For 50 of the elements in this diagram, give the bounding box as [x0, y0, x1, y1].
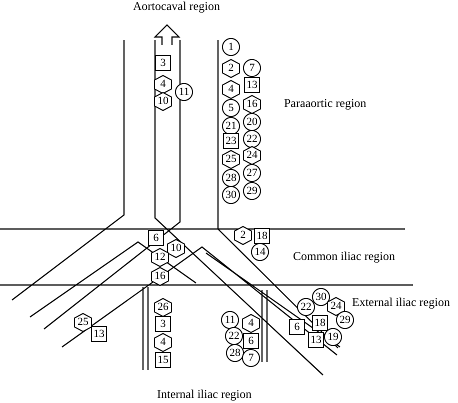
circle-marker: 22: [225, 327, 243, 345]
circle-marker: 19: [324, 328, 342, 346]
square-marker: 13: [91, 326, 107, 342]
square-marker: 6: [243, 333, 259, 349]
square-marker: 23: [223, 133, 239, 149]
hexagon-marker: 2: [234, 226, 252, 244]
square-marker: 18: [254, 228, 270, 244]
square-marker: 6: [148, 230, 164, 246]
hexagon-marker: 10: [154, 92, 172, 110]
hexagon-marker: 26: [154, 298, 172, 316]
square-marker: 3: [155, 55, 171, 71]
circle-marker: 5: [222, 99, 240, 117]
circle-marker: 7: [243, 59, 261, 77]
circle-marker: 29: [243, 182, 261, 200]
square-marker: 3: [155, 316, 171, 332]
square-marker: 13: [308, 332, 324, 348]
region-label: Common iliac region: [293, 250, 395, 264]
hexagon-marker: 16: [151, 266, 169, 286]
circle-marker: 27: [243, 164, 261, 182]
hexagon-marker: 4: [242, 314, 260, 332]
square-marker: 13: [244, 77, 260, 93]
circle-marker: 28: [226, 344, 244, 362]
hexagon-marker: 24: [243, 146, 261, 164]
hexagon-marker: 25: [222, 150, 240, 168]
hexagon-marker: 12: [151, 248, 169, 266]
circle-marker: 22: [243, 130, 261, 148]
circle-marker: 1: [222, 38, 240, 56]
region-label: External iliac region: [352, 296, 450, 310]
circle-marker: 30: [222, 186, 240, 204]
region-label: Internal iliac region: [157, 388, 252, 402]
circle-marker: 29: [336, 311, 354, 329]
circle-marker: 22: [297, 298, 315, 316]
circle-marker: 7: [242, 349, 260, 367]
hexagon-marker: 2: [222, 58, 240, 78]
hexagon-marker: 4: [154, 332, 172, 352]
square-marker: 15: [155, 352, 171, 368]
region-label: Paraaortic region: [284, 97, 366, 110]
hexagon-marker: 16: [243, 94, 261, 114]
hexagon-marker: 4: [222, 80, 240, 98]
circle-marker: 20: [243, 113, 261, 131]
circle-marker: 11: [175, 83, 193, 101]
square-marker: 18: [312, 315, 328, 331]
square-marker: 6: [289, 319, 305, 335]
circle-marker: 14: [251, 243, 269, 261]
region-label: Aortocaval region: [133, 0, 220, 14]
hexagon-marker: 25: [74, 312, 92, 332]
hexagon-marker: 10: [167, 238, 185, 258]
hexagon-marker: 4: [154, 74, 172, 94]
circle-marker: 11: [221, 311, 239, 329]
circle-marker: 28: [222, 169, 240, 187]
